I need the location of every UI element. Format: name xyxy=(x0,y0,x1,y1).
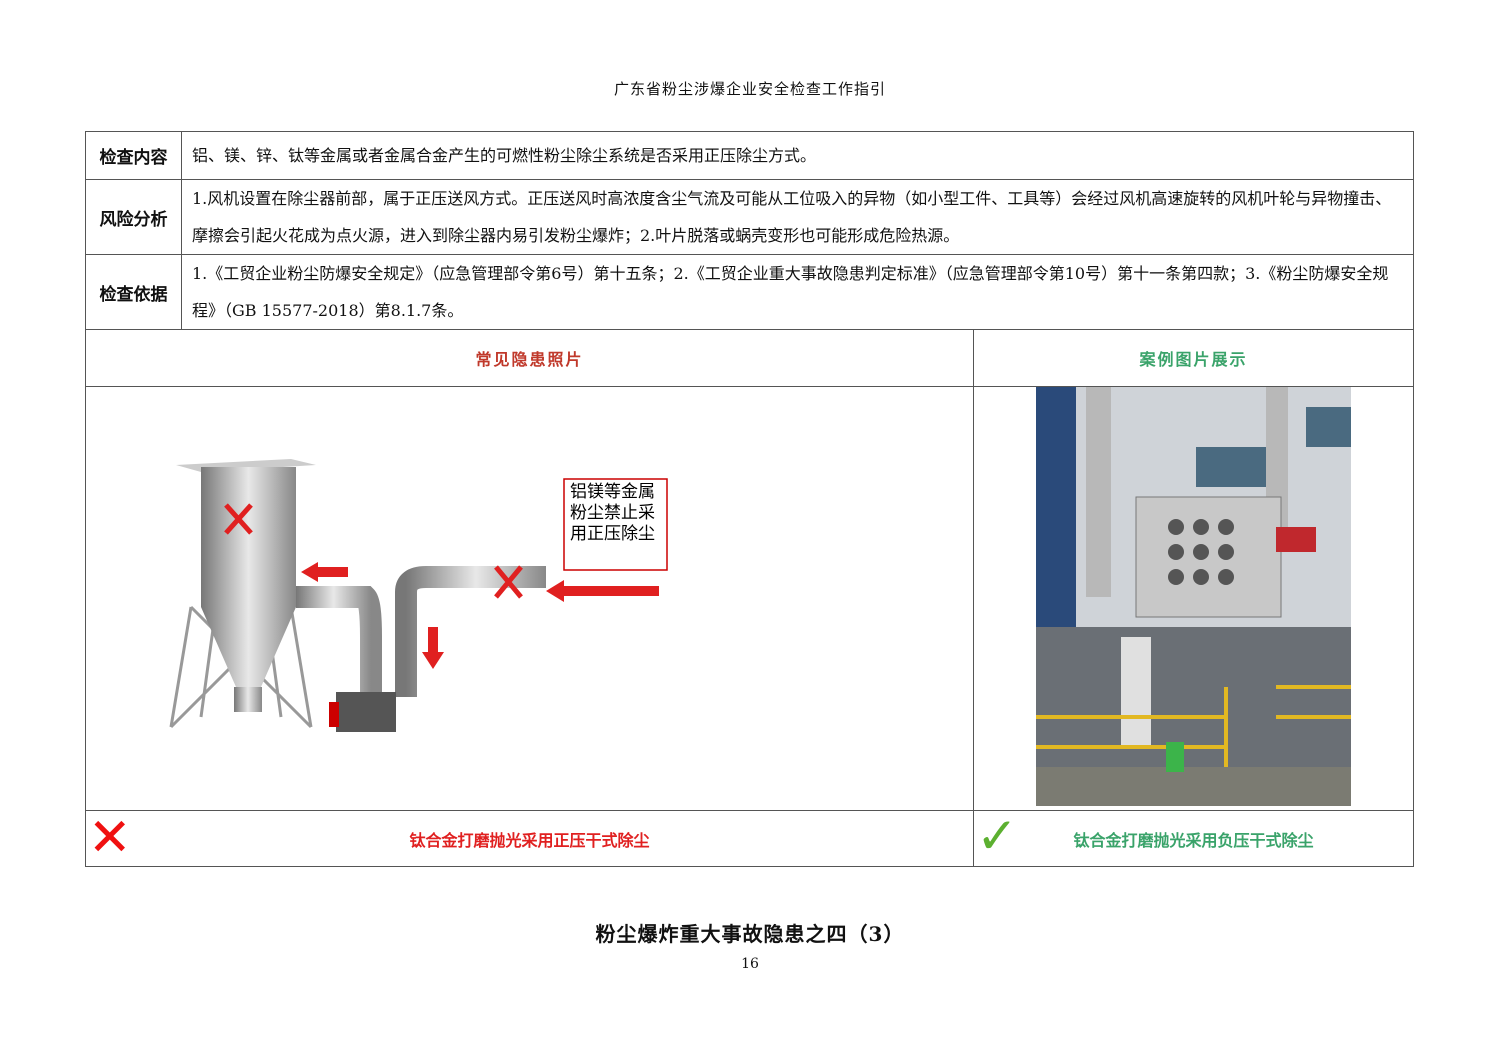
table-row: 检查内容 铝、镁、锌、钛等金属或者金属合金产生的可燃性粉尘除尘系统是否采用正压除… xyxy=(85,131,1414,180)
caption-good-text: 钛合金打磨抛光采用负压干式除尘 xyxy=(1073,830,1314,850)
positive-pressure-diagram: 铝镁等金属粉尘禁止采用正压除尘 xyxy=(169,459,668,732)
caption-good: ✓ 钛合金打磨抛光采用负压干式除尘 xyxy=(973,807,1414,867)
diagram-cell: 铝镁等金属粉尘禁止采用正压除尘 xyxy=(84,386,975,811)
case-photo xyxy=(1036,387,1352,806)
row-label: 风险分析 xyxy=(85,179,182,255)
row-label: 检查内容 xyxy=(85,131,182,180)
inspection-table: 检查内容 铝、镁、锌、钛等金属或者金属合金产生的可燃性粉尘除尘系统是否采用正压除… xyxy=(84,131,1414,868)
section-heading-case: 案例图片展示 xyxy=(973,329,1414,387)
row-text: 1.《工贸企业粉尘防爆安全规定》（应急管理部令第6号）第十五条；2.《工贸企业重… xyxy=(181,254,1414,330)
caption-bad-text: 钛合金打磨抛光采用正压干式除尘 xyxy=(409,830,650,850)
page-number: 16 xyxy=(741,956,759,972)
photo-cell xyxy=(973,386,1414,811)
table-row: 检查依据 1.《工贸企业粉尘防爆安全规定》（应急管理部令第6号）第十五条；2.《… xyxy=(85,254,1414,330)
figure-title: 粉尘爆炸重大事故隐患之四（3） xyxy=(595,922,905,946)
row-text: 1.风机设置在除尘器前部，属于正压送风方式。正压送风时高浓度含尘气流及可能从工位… xyxy=(181,179,1414,255)
caption-bad: ✕ 钛合金打磨抛光采用正压干式除尘 xyxy=(84,808,975,868)
x-mark-icon xyxy=(224,503,523,599)
x-mark-icon: ✕ xyxy=(88,808,132,868)
section-heading-common: 常见隐患照片 xyxy=(84,329,975,387)
row-text: 铝、镁、锌、钛等金属或者金属合金产生的可燃性粉尘除尘系统是否采用正压除尘方式。 xyxy=(181,131,1414,180)
running-header: 广东省粉尘涉爆企业安全检查工作指引 xyxy=(613,80,886,98)
diagram-note: 铝镁等金属粉尘禁止采用正压除尘 xyxy=(570,482,655,544)
table-row: 风险分析 1.风机设置在除尘器前部，属于正压送风方式。正压送风时高浓度含尘气流及… xyxy=(85,179,1414,255)
check-mark-icon: ✓ xyxy=(976,807,1018,865)
arrow-icon xyxy=(301,562,659,669)
row-label: 检查依据 xyxy=(85,254,182,330)
